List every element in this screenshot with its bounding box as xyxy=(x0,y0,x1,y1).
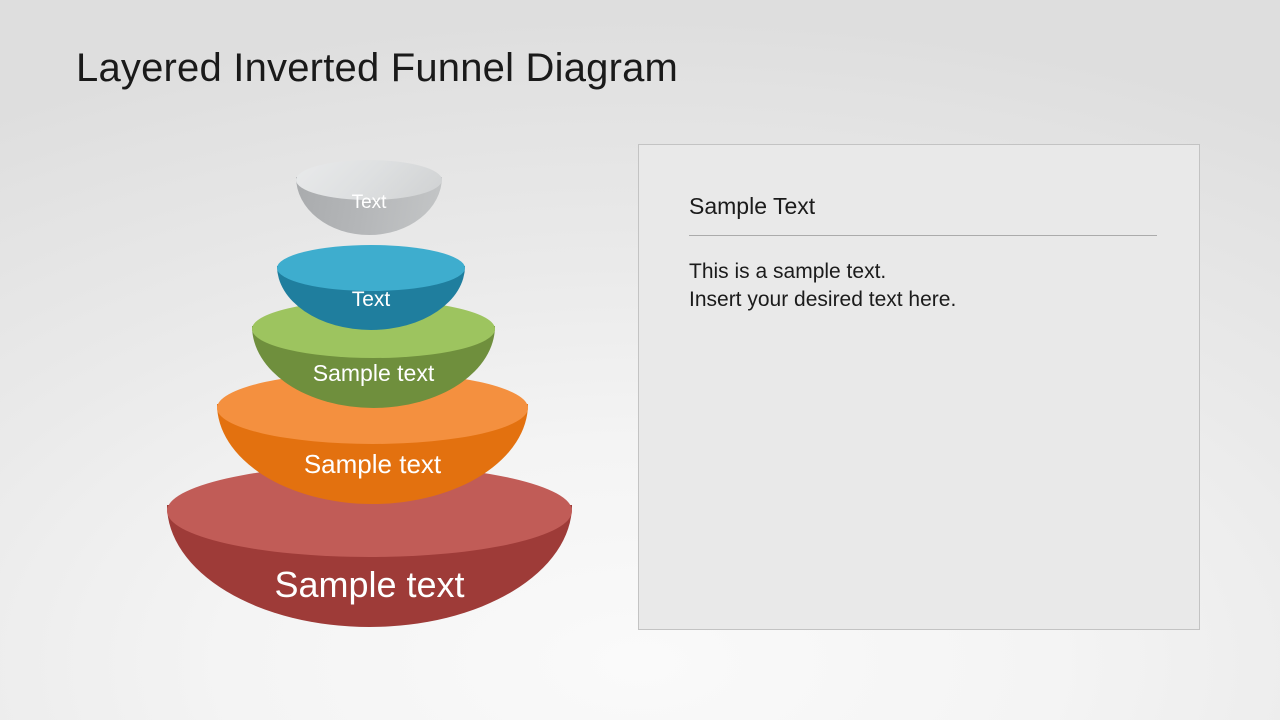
page-title: Layered Inverted Funnel Diagram xyxy=(76,46,679,90)
funnel-layer-second-top xyxy=(277,245,465,291)
funnel-layer-top-top xyxy=(296,160,442,200)
panel-body-line-2: Insert your desired text here. xyxy=(689,288,957,311)
panel-body-line-1: This is a sample text. xyxy=(689,260,887,283)
panel-divider xyxy=(689,235,1157,236)
funnel-diagram: Sample text Sample text Sample text Text… xyxy=(150,140,610,650)
funnel-layer-second[interactable]: Text xyxy=(277,245,465,345)
panel-heading: Sample Text xyxy=(689,193,816,219)
panel-body: This is a sample text. Insert your desir… xyxy=(689,258,1169,314)
funnel-layer-top[interactable]: Text xyxy=(296,160,442,250)
text-panel[interactable]: Sample Text This is a sample text. Inser… xyxy=(638,144,1200,630)
